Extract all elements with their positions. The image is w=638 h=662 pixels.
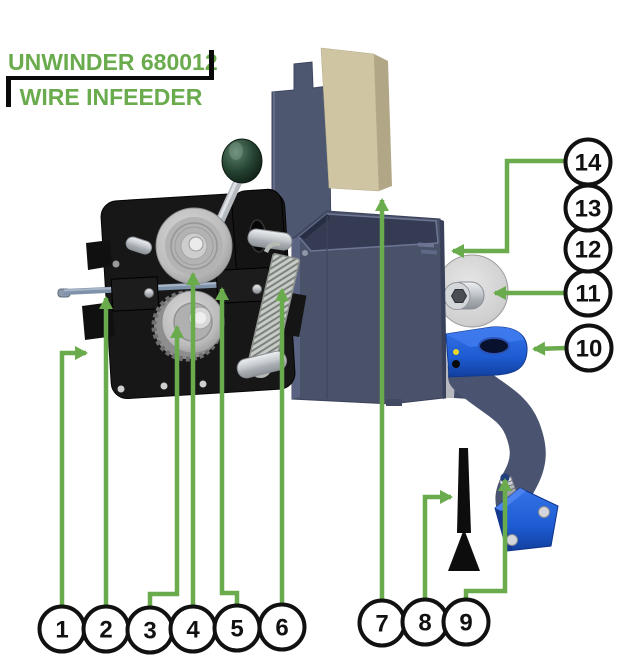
page-title: UNWINDER 680012 [8,49,218,75]
leader-line [59,350,86,606]
leader-line [219,289,240,605]
callout-circle [564,323,614,373]
left-clip-top [86,240,112,270]
callout-number: 8 [418,610,431,637]
upper-feed-roller [155,207,233,285]
callout-4: 4 [168,272,218,654]
leader-line [463,480,508,599]
leader-arrowhead [170,325,184,338]
callout-3: 3 [125,325,184,655]
spring-anchor-pin [236,350,288,379]
callout-6: 6 [257,288,307,652]
leader-arrowhead [498,478,512,491]
callout-1: 1 [37,346,88,654]
callout-number: 3 [143,618,156,645]
feeder-assembly [57,138,307,399]
callout-number: 12 [575,237,602,264]
callout-circle [441,597,491,647]
leader-line [453,158,565,254]
callout-number: 14 [575,150,602,177]
leader-arrowhead [451,244,464,258]
leader-arrowhead [275,288,289,301]
callout-12: 12 [563,224,613,274]
callout-number: 10 [576,336,603,363]
leader-arrowhead [186,272,200,285]
leader-arrowhead [493,286,506,300]
callout-number: 13 [575,196,602,223]
wire-guide-left [110,276,160,312]
callout-7: 7 [357,198,407,648]
leader-arrowhead [99,296,113,309]
leader-arrowhead [440,490,453,504]
leader-arrowhead [532,341,546,356]
callout-number: 2 [99,617,112,644]
title-bracket-underline [6,76,213,80]
leader-arrowhead [215,287,229,300]
leader-arrowhead [375,198,389,211]
leader-line [147,327,180,607]
yellow-indicator [453,349,459,355]
callout-number: 6 [275,615,288,642]
callout-9: 9 [441,478,512,647]
brush-block [320,47,392,192]
callout-circle [563,137,613,187]
callout-number: 5 [230,616,243,643]
title-bracket-right [209,50,214,80]
lever-knob [221,138,263,184]
title-block: UNWINDER 680012 WIRE INFEEDER [0,0,240,120]
callout-10: 10 [532,323,614,373]
leader-line [422,494,451,599]
callout-11: 11 [493,268,613,318]
callout-number: 11 [575,281,600,308]
hex-socket [450,289,468,303]
callout-number: 1 [55,617,68,644]
callout-number: 4 [186,617,200,644]
callout-number: 9 [459,610,472,637]
plate-pin [125,236,153,255]
callout-13: 13 [563,183,613,233]
black-button [452,360,460,368]
callout-circle [257,602,307,652]
leader-arrowhead [75,346,88,360]
lower-feed-roller [151,290,225,362]
callout-number: 7 [375,611,388,638]
callout-2: 2 [81,296,131,654]
housing-box [291,210,447,406]
wire-funnel [448,448,480,571]
title-bracket-left [6,76,11,107]
clamp-block [445,326,528,378]
page-subtitle: WIRE INFEEDER [19,84,203,110]
callout-14: 14 [451,137,613,258]
